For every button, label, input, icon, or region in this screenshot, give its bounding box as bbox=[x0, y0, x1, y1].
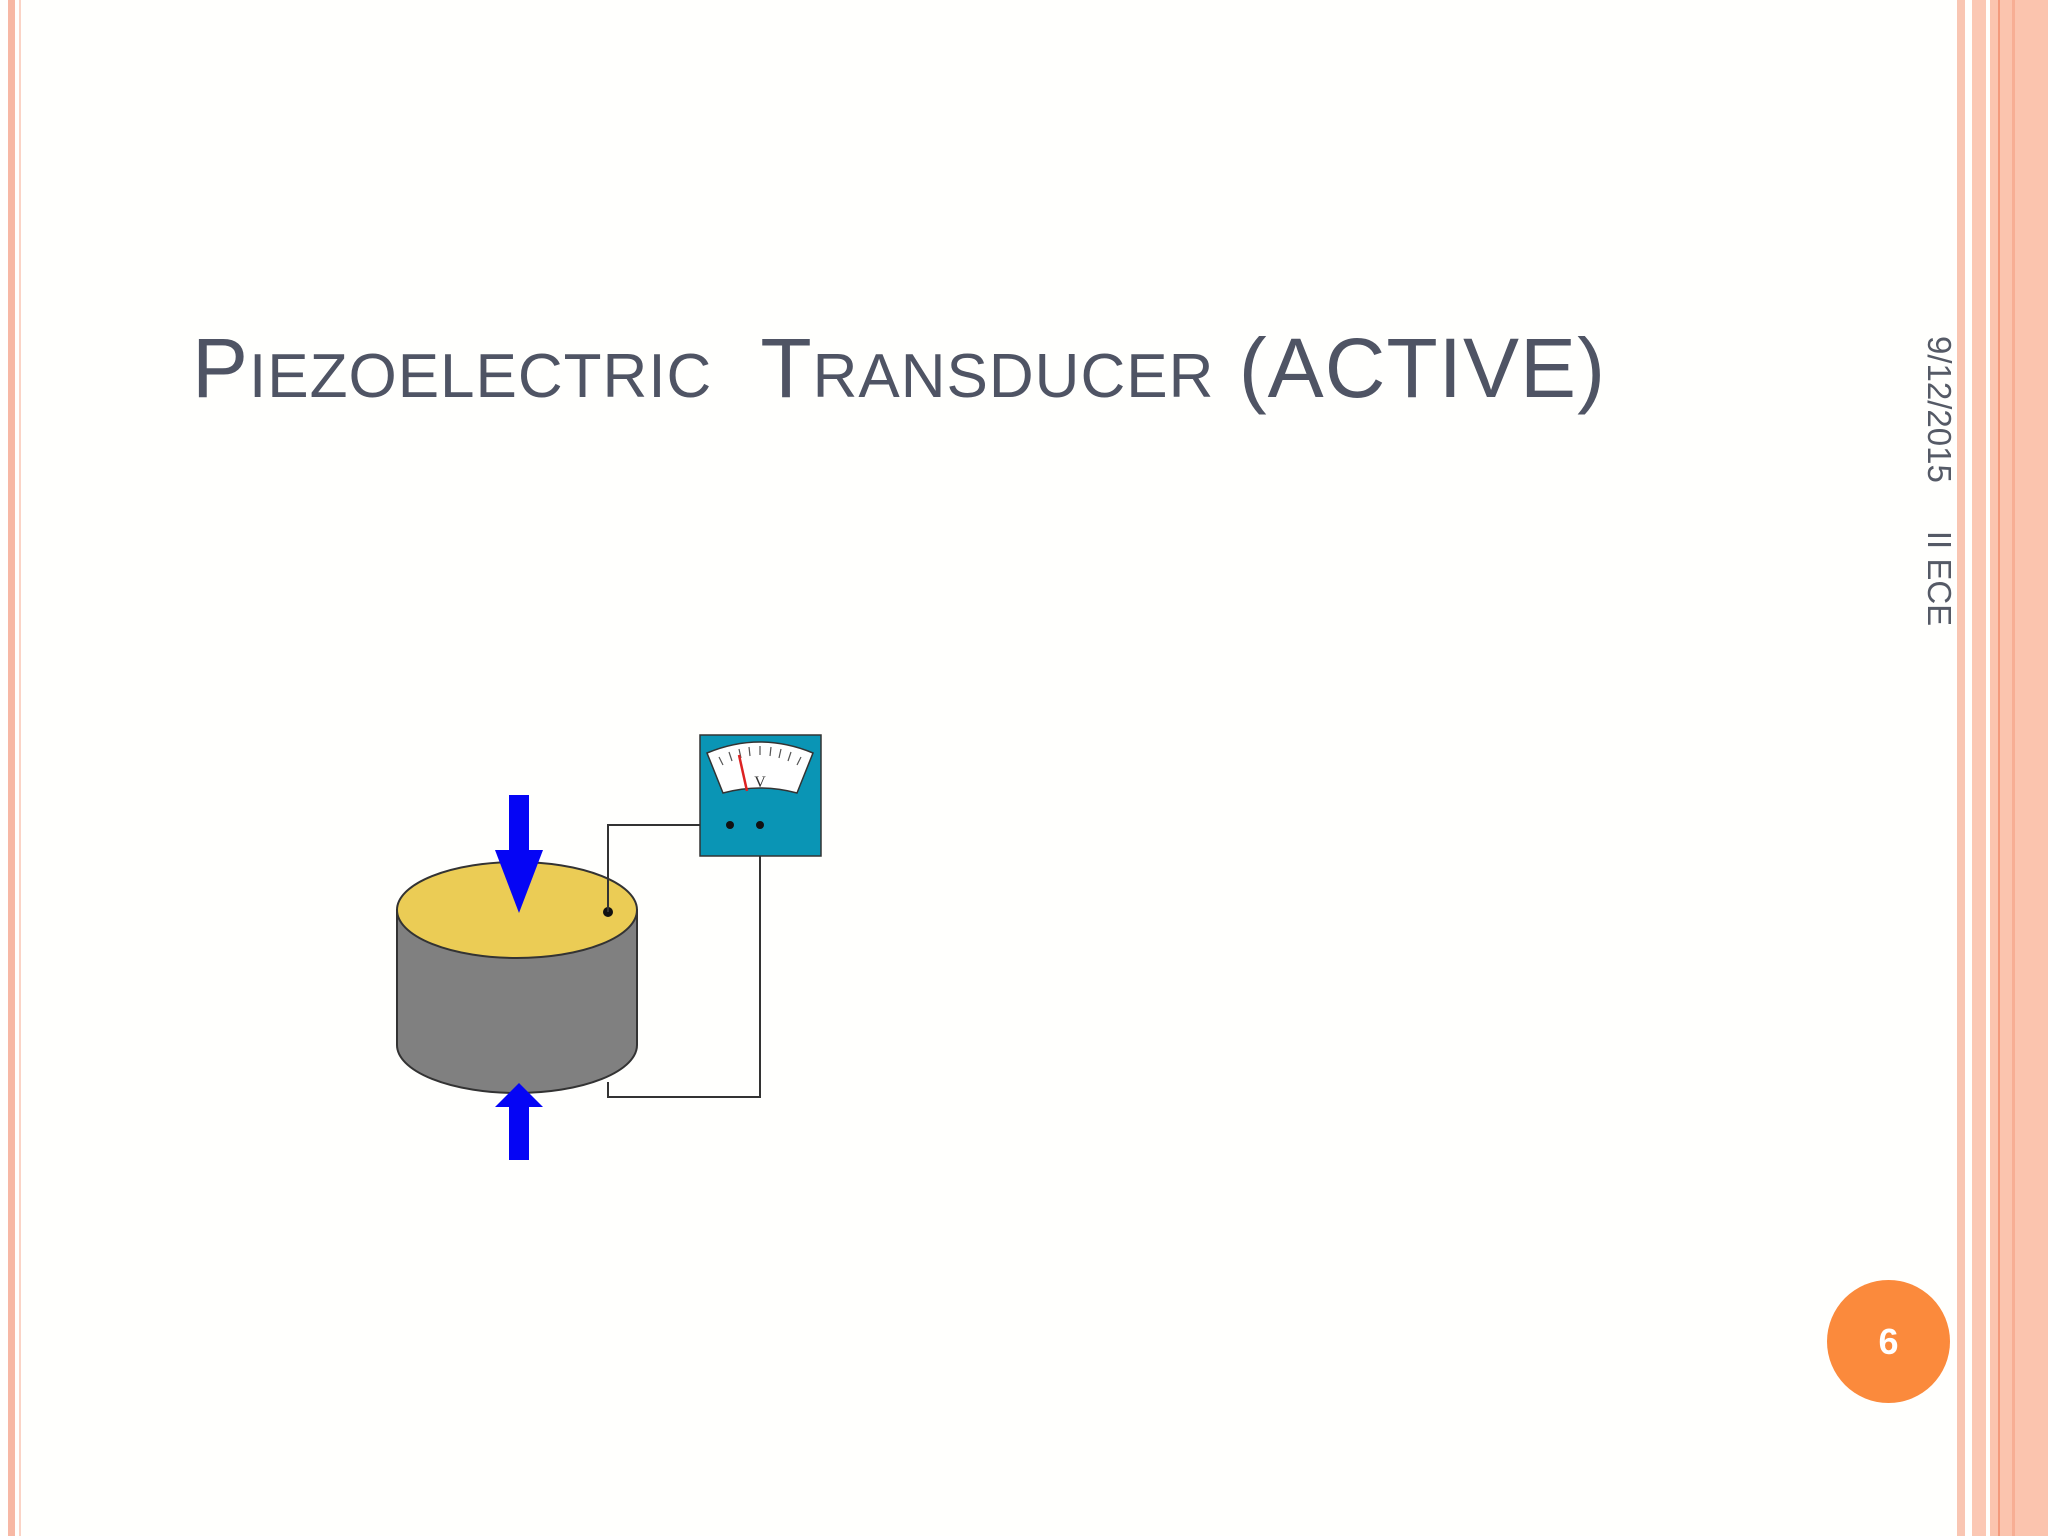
title-word: (ACTIVE) bbox=[1238, 321, 1607, 415]
right-border-line bbox=[2012, 0, 2015, 1536]
right-border-band bbox=[1972, 0, 1986, 1536]
force-arrow-up-icon bbox=[495, 1083, 543, 1160]
title-initial: P bbox=[192, 321, 250, 415]
right-border-band bbox=[1957, 0, 1965, 1536]
side-footer: 9/12/2015 II ECE bbox=[1921, 336, 1958, 627]
footer-text: II ECE bbox=[1921, 530, 1958, 627]
meter-terminal-left bbox=[726, 821, 734, 829]
voltmeter-icon: V bbox=[699, 734, 822, 857]
piezoelectric-diagram: V bbox=[396, 734, 822, 1160]
meter-label: V bbox=[754, 774, 766, 791]
meter-needle bbox=[737, 754, 749, 792]
title-word: RANSDUCER bbox=[812, 342, 1215, 411]
right-border-line bbox=[1998, 0, 2000, 1536]
wire-top bbox=[607, 824, 730, 912]
force-arrow-down-icon bbox=[495, 795, 543, 913]
title-initial: T bbox=[760, 321, 813, 415]
left-border-line bbox=[8, 0, 15, 1536]
wire-bottom bbox=[607, 825, 761, 1098]
slide-date: 9/12/2015 bbox=[1921, 336, 1958, 483]
meter-terminal-right bbox=[756, 821, 764, 829]
page-number-badge: 6 bbox=[1827, 1280, 1950, 1403]
left-border-line-thin bbox=[19, 0, 21, 1536]
title-word: IEZOELECTRIC bbox=[249, 342, 713, 411]
slide-title: PIEZOELECTRIC TRANSDUCER (ACTIVE) bbox=[192, 318, 1606, 427]
